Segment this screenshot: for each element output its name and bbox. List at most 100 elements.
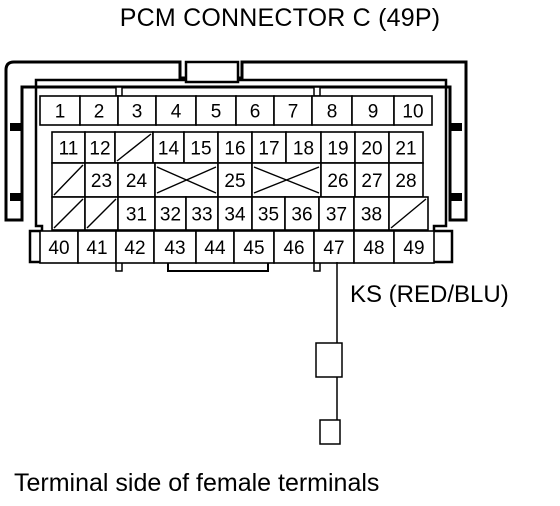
svg-text:48: 48 <box>363 238 384 259</box>
svg-text:45: 45 <box>243 238 264 259</box>
terminal-unused <box>388 196 429 231</box>
terminal-36: 36 <box>284 196 320 231</box>
connector-inner-housing <box>28 78 454 264</box>
svg-text:33: 33 <box>191 205 212 226</box>
svg-text:36: 36 <box>291 205 312 226</box>
terminal-49: 49 <box>393 230 435 264</box>
svg-text:1: 1 <box>55 102 66 123</box>
svg-text:4: 4 <box>171 102 182 123</box>
terminal-unused <box>84 196 119 231</box>
svg-text:49: 49 <box>403 238 424 259</box>
svg-text:28: 28 <box>395 171 416 192</box>
terminal-9: 9 <box>351 95 395 126</box>
terminal-33: 33 <box>185 196 219 231</box>
terminal-14: 14 <box>152 131 185 164</box>
terminal-46: 46 <box>273 230 315 264</box>
svg-text:47: 47 <box>323 238 344 259</box>
svg-text:5: 5 <box>211 102 222 123</box>
terminal-2: 2 <box>79 95 119 126</box>
svg-text:12: 12 <box>89 139 110 160</box>
svg-text:2: 2 <box>94 102 105 123</box>
terminal-6: 6 <box>235 95 275 126</box>
connector-outer-shell <box>4 60 468 222</box>
terminal-12: 12 <box>84 131 116 164</box>
terminal-16: 16 <box>217 131 253 164</box>
terminal-24: 24 <box>117 162 156 198</box>
terminal-37: 37 <box>318 196 355 231</box>
svg-text:26: 26 <box>327 171 348 192</box>
svg-text:8: 8 <box>327 102 338 123</box>
terminal-blocked <box>251 162 322 198</box>
terminal-17: 17 <box>251 131 287 164</box>
terminal-25: 25 <box>217 162 253 198</box>
terminal-1: 1 <box>39 95 81 126</box>
svg-text:37: 37 <box>326 205 347 226</box>
svg-text:25: 25 <box>224 171 245 192</box>
terminal-32: 32 <box>154 196 187 231</box>
svg-text:9: 9 <box>368 102 379 123</box>
terminal-38: 38 <box>353 196 390 231</box>
svg-text:27: 27 <box>361 171 382 192</box>
terminal-35: 35 <box>251 196 286 231</box>
svg-text:21: 21 <box>395 139 416 160</box>
svg-text:38: 38 <box>361 205 382 226</box>
svg-text:32: 32 <box>160 205 181 226</box>
terminal-19: 19 <box>320 131 356 164</box>
svg-text:19: 19 <box>327 139 348 160</box>
terminal-42: 42 <box>115 230 155 264</box>
terminal-27: 27 <box>354 162 390 198</box>
svg-text:20: 20 <box>361 139 382 160</box>
svg-text:15: 15 <box>190 139 211 160</box>
terminal-41: 41 <box>77 230 117 264</box>
terminal-34: 34 <box>217 196 253 231</box>
terminal-8: 8 <box>311 95 353 126</box>
svg-text:23: 23 <box>91 171 112 192</box>
terminal-7: 7 <box>273 95 313 126</box>
svg-text:7: 7 <box>288 102 299 123</box>
svg-text:44: 44 <box>204 238 226 259</box>
terminal-40: 40 <box>39 230 79 264</box>
terminal-3: 3 <box>117 95 157 126</box>
connector-title: PCM CONNECTOR C (49P) <box>119 4 441 32</box>
svg-text:34: 34 <box>224 205 246 226</box>
svg-text:17: 17 <box>258 139 279 160</box>
terminal-10: 10 <box>393 95 433 126</box>
svg-text:43: 43 <box>164 238 185 259</box>
terminal-44: 44 <box>195 230 235 264</box>
caption: Terminal side of female terminals <box>14 469 380 497</box>
svg-text:46: 46 <box>283 238 304 259</box>
terminal-20: 20 <box>354 131 390 164</box>
terminal-4: 4 <box>155 95 197 126</box>
terminal-21: 21 <box>388 131 424 164</box>
right-lock-tab <box>450 123 462 131</box>
svg-text:16: 16 <box>224 139 245 160</box>
terminal-45: 45 <box>233 230 275 264</box>
terminal-26: 26 <box>320 162 356 198</box>
terminal-5: 5 <box>195 95 237 126</box>
svg-text:31: 31 <box>126 205 147 226</box>
female-terminal-body <box>315 342 343 378</box>
terminal-unused <box>51 162 86 198</box>
svg-text:6: 6 <box>250 102 261 123</box>
svg-text:3: 3 <box>132 102 143 123</box>
terminal-18: 18 <box>285 131 322 164</box>
left-lock-tab <box>10 123 22 131</box>
svg-text:42: 42 <box>124 238 145 259</box>
terminal-15: 15 <box>183 131 219 164</box>
terminal-28: 28 <box>388 162 424 198</box>
wire-label-ks: KS (RED/BLU) <box>350 281 509 308</box>
svg-text:24: 24 <box>126 171 148 192</box>
svg-text:10: 10 <box>402 102 423 123</box>
svg-text:18: 18 <box>293 139 314 160</box>
svg-text:11: 11 <box>59 139 79 160</box>
svg-text:40: 40 <box>48 238 69 259</box>
terminal-blocked <box>154 162 219 198</box>
svg-text:14: 14 <box>158 139 180 160</box>
terminal-43: 43 <box>153 230 197 264</box>
female-terminal-tip <box>319 419 341 445</box>
svg-text:41: 41 <box>86 238 107 259</box>
svg-text:35: 35 <box>258 205 279 226</box>
